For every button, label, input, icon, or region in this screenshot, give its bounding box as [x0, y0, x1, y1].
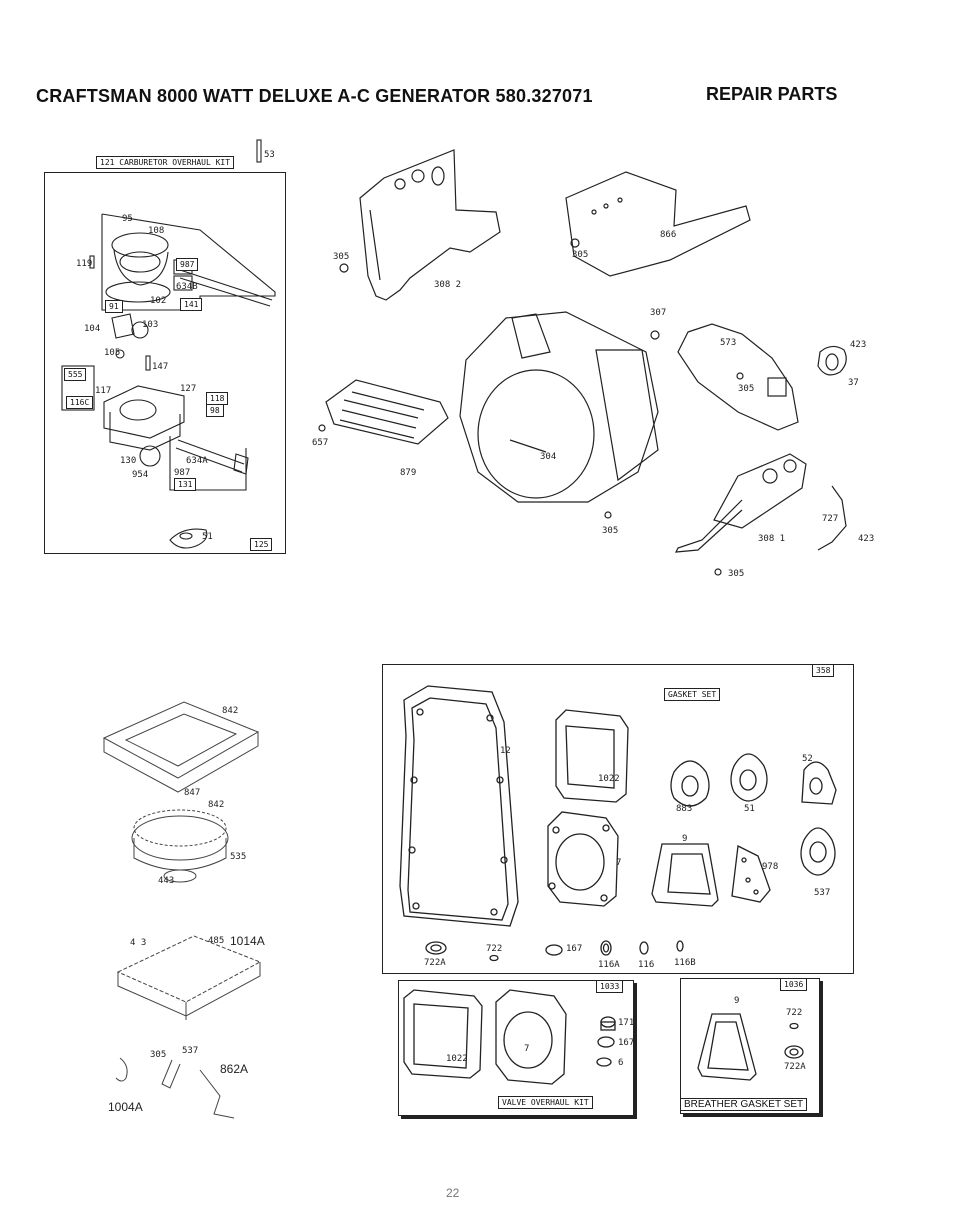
part-117: 117: [95, 386, 112, 396]
part-1004a: 1004A: [108, 1100, 143, 1114]
valve-kit-label: VALVE OVERHAUL KIT: [498, 1096, 593, 1109]
part-304: 304: [540, 452, 557, 462]
part-978: 978: [762, 862, 779, 872]
part-105: 105: [104, 348, 121, 358]
part-657: 657: [312, 438, 329, 448]
part-443: 443: [158, 876, 175, 886]
part-52: 52: [802, 754, 813, 764]
part-116a: 116A: [598, 960, 620, 970]
part-102: 102: [150, 296, 167, 306]
part-954: 954: [132, 470, 149, 480]
carb-corner-num: 125: [250, 538, 273, 551]
part-634a: 634A: [186, 456, 208, 466]
part-537: 537: [182, 1046, 199, 1056]
part-727: 727: [822, 514, 839, 524]
part-305-b: 305: [572, 250, 589, 260]
part-555: 555: [64, 368, 87, 381]
part-305-a: 305: [333, 252, 350, 262]
part-842-b: 842: [208, 800, 225, 810]
part-307: 307: [650, 308, 667, 318]
part-842-a: 842: [222, 706, 239, 716]
gasket-set-label: GASKET SET: [664, 688, 721, 701]
part-119: 119: [76, 259, 93, 269]
part-485: 485: [208, 936, 225, 946]
page-subtitle: REPAIR PARTS: [706, 84, 838, 104]
part-305-c: 305: [738, 384, 755, 394]
part-53: 53: [264, 150, 275, 160]
part-7-b: 7: [524, 1044, 530, 1054]
breather-kit-corner-num: 1036: [780, 978, 808, 991]
part-7-a: 7: [616, 858, 622, 868]
page-number: 22: [446, 1186, 460, 1200]
part-118: 118: [206, 392, 229, 405]
part-866: 866: [660, 230, 677, 240]
part-98: 98: [206, 404, 224, 417]
part-305-f: 305: [150, 1050, 167, 1060]
part-95: 95: [122, 214, 133, 224]
part-305-d: 305: [602, 526, 619, 536]
valve-kit-corner-num: 1033: [596, 980, 624, 993]
part-722-b: 722: [786, 1008, 803, 1018]
part-308-2: 308 2: [434, 280, 462, 290]
part-116b: 116B: [674, 958, 696, 968]
part-1022-b: 1022: [446, 1054, 468, 1064]
part-91: 91: [105, 300, 123, 313]
part-167-b: 167: [618, 1038, 635, 1048]
part-722a-b: 722A: [784, 1062, 806, 1072]
gasket-set-corner-num: 358: [812, 664, 835, 677]
part-37: 37: [848, 378, 859, 388]
part-116c: 116C: [66, 396, 94, 409]
part-51: 51: [202, 532, 213, 542]
part-141: 141: [180, 298, 203, 311]
part-130: 130: [120, 456, 137, 466]
part-51-b: 51: [744, 804, 755, 814]
part-535: 535: [230, 852, 247, 862]
part-722-a: 722: [486, 944, 503, 954]
part-987-b: 987: [174, 468, 191, 478]
part-147: 147: [152, 362, 169, 372]
part-305-e: 305: [728, 569, 745, 579]
part-9-a: 9: [682, 834, 688, 844]
part-103: 103: [142, 320, 159, 330]
part-1022-a: 1022: [598, 774, 620, 784]
part-116: 116: [638, 960, 655, 970]
part-537-b: 537: [814, 888, 831, 898]
carb-kit-label: 121 CARBURETOR OVERHAUL KIT: [96, 156, 235, 169]
part-4-3: 4 3: [130, 938, 147, 948]
part-167-a: 167: [566, 944, 583, 954]
part-573: 573: [720, 338, 737, 348]
part-862a: 862A: [220, 1062, 249, 1076]
part-108: 108: [148, 226, 165, 236]
part-104: 104: [84, 324, 101, 334]
part-722a-a: 722A: [424, 958, 446, 968]
part-634b: 634B: [176, 282, 198, 292]
part-12: 12: [500, 746, 511, 756]
part-883: 883: [676, 804, 693, 814]
part-6: 6: [618, 1058, 624, 1068]
part-308-1: 308 1: [758, 534, 786, 544]
part-131: 131: [174, 478, 197, 491]
breather-kit-label: BREATHER GASKET SET: [680, 1098, 808, 1111]
part-879: 879: [400, 468, 417, 478]
part-987-a: 987: [176, 258, 199, 271]
part-423-b: 423: [858, 534, 875, 544]
part-423-a: 423: [850, 340, 867, 350]
page-title: CRAFTSMAN 8000 WATT DELUXE A-C GENERATOR…: [36, 86, 593, 106]
part-171: 171: [618, 1018, 635, 1028]
part-1014a: 1014A: [230, 934, 265, 948]
part-847: 847: [184, 788, 201, 798]
part-9-b: 9: [734, 996, 740, 1006]
part-127: 127: [180, 384, 197, 394]
